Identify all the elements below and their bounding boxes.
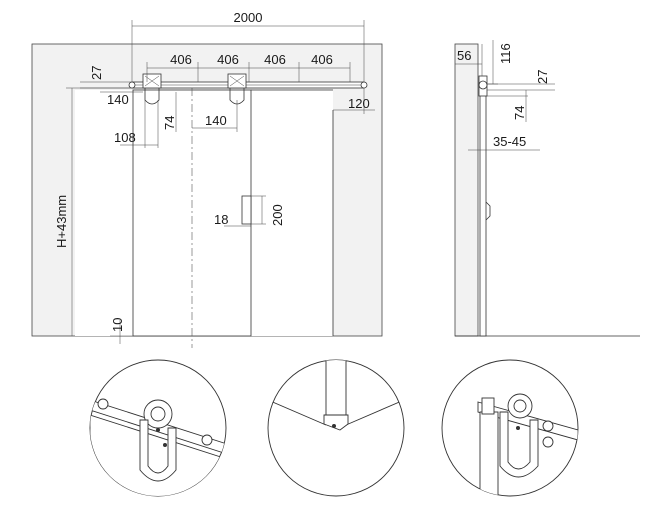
detail-roller-hanger-side — [441, 359, 579, 497]
dim-height: H+43mm — [54, 195, 69, 248]
dim-spacing-4: 406 — [311, 52, 333, 67]
side-view: 56 116 27 74 35-45 — [454, 40, 640, 337]
handle — [241, 195, 252, 225]
dim-door-thickness: 35-45 — [493, 134, 526, 149]
dim-spacing-2: 406 — [217, 52, 239, 67]
dim-floor-gap: 10 — [110, 318, 125, 332]
dim-right-overhang: 120 — [348, 96, 370, 111]
dim-roller-offset: 108 — [114, 130, 136, 145]
dim-spacing-1: 406 — [170, 52, 192, 67]
dim-center-140: 140 — [205, 113, 227, 128]
dim-roller-drop: 74 — [162, 116, 177, 130]
dim-rail-offset-top: 27 — [89, 66, 104, 80]
side-wall — [454, 43, 479, 337]
dim-side-roller-drop: 74 — [512, 106, 527, 120]
dim-handle-height: 200 — [270, 204, 285, 226]
dim-overall-width: 2000 — [234, 10, 263, 25]
roller-hanger-left — [142, 73, 162, 105]
detail-floor-guide — [267, 359, 405, 497]
side-door — [479, 94, 487, 337]
dim-spacing-3: 406 — [264, 52, 286, 67]
dim-rail-top: 27 — [535, 70, 550, 84]
front-view: 2000 406 406 406 406 27 140 108 74 140 — [31, 10, 383, 348]
dim-handle-width: 18 — [214, 212, 228, 227]
dim-wall-offset: 56 — [457, 48, 471, 63]
dim-left-140: 140 — [107, 92, 129, 107]
detail-roller-hanger-front — [89, 359, 227, 497]
dim-rail-height: 116 — [498, 43, 513, 64]
